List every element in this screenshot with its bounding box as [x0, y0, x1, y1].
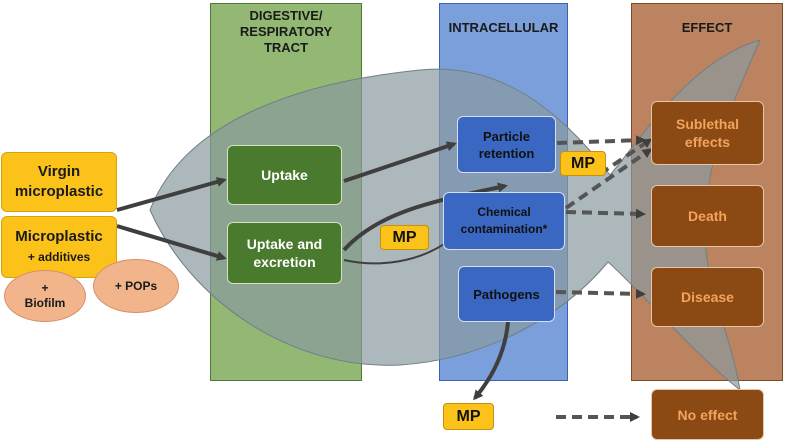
digestive-column-title: DIGESTIVE/ RESPIRATORY TRACT — [239, 8, 333, 55]
arrow-pathogens-to-mp — [473, 321, 510, 401]
additives-label: + additives — [27, 250, 91, 264]
arrow-uptake-to-retention — [343, 141, 457, 183]
death-box: Death — [651, 185, 764, 247]
virgin-microplastic-box: Virgin microplastic — [1, 152, 117, 212]
arrow-excretion-to-retention — [342, 182, 508, 252]
mp-label-chemical: MP — [380, 225, 429, 250]
dashed-chemical-to-sublethal — [564, 148, 653, 210]
particle-retention-box: Particle retention — [457, 116, 556, 173]
microplastic-additives-box: Microplastic + additives — [1, 216, 117, 278]
dashed-pathogens-to-disease — [555, 288, 646, 299]
dashed-chemical-to-death — [565, 208, 646, 219]
intracellular-column-title: INTRACELLULAR — [448, 20, 559, 35]
disease-box: Disease — [651, 267, 764, 327]
dashed-mp-to-sublethal — [598, 138, 653, 176]
biofilm-oval: + Biofilm — [4, 270, 86, 322]
chemical-contamination-box: Chemical contamination* — [443, 192, 565, 250]
effect-column-title: EFFECT — [681, 20, 733, 35]
no-effect-box: No effect — [651, 389, 764, 440]
arrow-micro-to-excretion — [116, 224, 227, 261]
microplastic-label: Microplastic — [15, 228, 103, 245]
arrow-virgin-to-uptake — [116, 177, 227, 212]
dashed-retention-to-sublethal — [556, 135, 646, 146]
excretion-return-curve — [343, 239, 451, 265]
mp-label-bottom: MP — [443, 403, 494, 430]
pops-oval: + POPs — [93, 259, 179, 313]
uptake-excretion-box: Uptake and excretion — [227, 222, 342, 284]
pathogens-box: Pathogens — [458, 266, 555, 322]
sublethal-effects-box: Sublethal effects — [651, 101, 764, 165]
mp-label-retention: MP — [560, 151, 606, 176]
uptake-box: Uptake — [227, 145, 342, 205]
